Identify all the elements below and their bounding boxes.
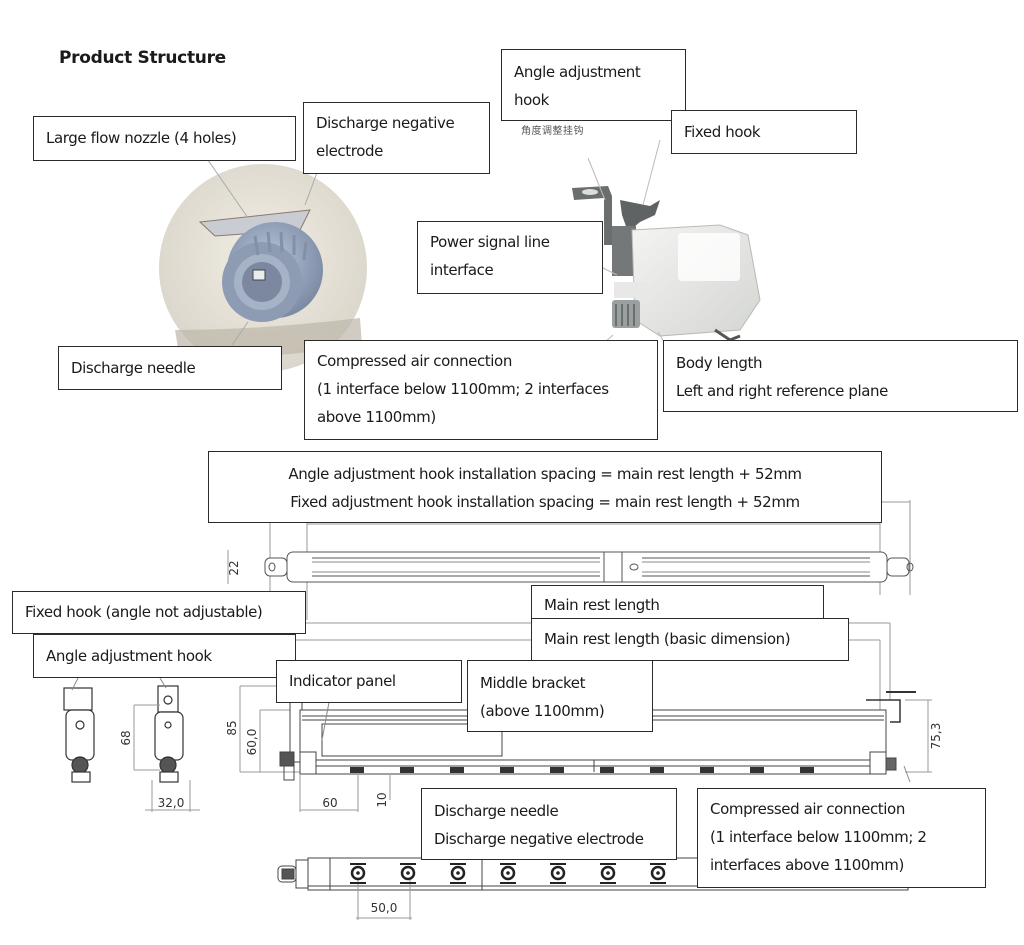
page-title: Product Structure — [59, 48, 226, 68]
dim-needle-gap: 10 — [375, 792, 389, 807]
label-line: interfaces above 1100mm) — [710, 856, 904, 874]
label-line: above 1100mm) — [317, 408, 436, 426]
label-discharge-needle-electrode: Discharge needle Discharge negative elec… — [421, 788, 677, 860]
bottom-needle — [600, 863, 616, 884]
front-needles — [350, 767, 814, 773]
label-line: Middle bracket — [480, 674, 586, 692]
bottom-needle — [350, 863, 366, 884]
dim-end-offset: 60 — [322, 796, 337, 810]
front-needle — [400, 767, 414, 773]
bottom-needle — [400, 863, 416, 884]
label-line: Fixed adjustment hook installation spaci… — [290, 493, 800, 511]
label-compressed-air-photo: Compressed air connection (1 interface b… — [304, 340, 658, 440]
label-line: interface — [430, 261, 494, 279]
label-fixed-hook: Fixed hook — [671, 110, 857, 154]
front-needle — [350, 767, 364, 773]
label-main-rest-length-basic: Main rest length (basic dimension) — [531, 618, 849, 661]
bottom-needle — [550, 863, 566, 884]
label-line: Discharge negative electrode — [434, 830, 644, 848]
dim-body-height: 60,0 — [245, 729, 259, 756]
front-needle — [550, 767, 564, 773]
label-fixed-hook-not-adjustable: Fixed hook (angle not adjustable) — [12, 591, 306, 634]
bottom-needle — [650, 863, 666, 884]
body-hook-photo — [572, 139, 761, 343]
label-compressed-air-drawing: Compressed air connection (1 interface b… — [697, 788, 986, 888]
label-line: (1 interface below 1100mm; 2 — [710, 828, 927, 846]
label-line: Left and right reference plane — [676, 382, 888, 400]
label-line: Body length — [676, 354, 763, 372]
front-needle — [450, 767, 464, 773]
label-power-signal-line: Power signal line interface — [417, 221, 603, 294]
front-needle — [600, 767, 614, 773]
label-indicator-panel: Indicator panel — [276, 660, 462, 703]
label-line: electrode — [316, 142, 383, 160]
label-line: Discharge negative — [316, 114, 455, 132]
label-line: Discharge needle — [434, 802, 559, 820]
dim-hook-height: 68 — [119, 730, 133, 745]
label-discharge-negative-electrode: Discharge negative electrode — [303, 102, 490, 174]
dim-needle-pitch: 50,0 — [371, 901, 398, 915]
bottom-needle — [450, 863, 466, 884]
label-spacing-note: Angle adjustment hook installation spaci… — [208, 451, 882, 523]
label-line: hook — [514, 91, 549, 109]
front-needle — [650, 767, 664, 773]
front-needle — [750, 767, 764, 773]
bottom-needle — [500, 863, 516, 884]
label-middle-bracket: Middle bracket (above 1100mm) — [467, 660, 653, 732]
dim-top-height: 22 — [227, 560, 241, 575]
label-angle-adjustment-hook-drawing: Angle adjustment hook — [33, 634, 296, 678]
nozzle-photo — [159, 159, 367, 372]
dim-total-height: 85 — [225, 720, 239, 735]
label-angle-adjustment-hook-chinese: 角度调整挂钩 — [521, 126, 584, 137]
hook-side-views — [63, 685, 184, 783]
dim-hook-width: 32,0 — [158, 796, 185, 810]
front-needle — [800, 767, 814, 773]
label-line: Compressed air connection — [710, 800, 905, 818]
label-line: Angle adjustment hook installation spaci… — [288, 465, 802, 483]
label-line: (1 interface below 1100mm; 2 interfaces — [317, 380, 609, 398]
front-view-drawing — [239, 622, 932, 812]
label-line: Compressed air connection — [317, 352, 512, 370]
label-line: Power signal line — [430, 233, 550, 251]
label-angle-adjustment-hook: Angle adjustment hook — [501, 49, 686, 121]
front-needle — [700, 767, 714, 773]
dim-bracket-height: 75,3 — [929, 723, 943, 750]
label-body-length: Body length Left and right reference pla… — [663, 340, 1018, 412]
label-discharge-needle: Discharge needle — [58, 346, 282, 390]
top-view-drawing — [227, 500, 914, 620]
front-needle — [500, 767, 514, 773]
bottom-needles — [350, 863, 666, 884]
label-line: Angle adjustment — [514, 63, 641, 81]
label-line: (above 1100mm) — [480, 702, 605, 720]
label-large-flow-nozzle: Large flow nozzle (4 holes) — [33, 116, 296, 161]
